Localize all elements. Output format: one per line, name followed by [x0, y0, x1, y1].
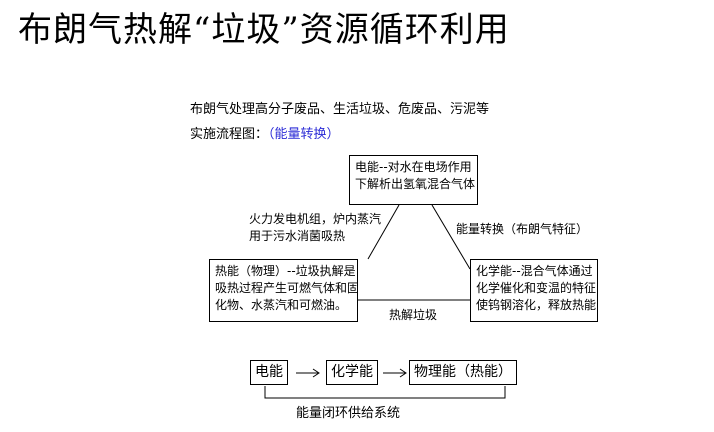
- thermal-energy-line: 吸热过程产生可燃气体和固: [215, 281, 360, 295]
- arrow-electric-to-chemical: [296, 368, 320, 378]
- flowchart-heading-prefix: 实施流程图：: [190, 127, 269, 142]
- left-edge-label: 火力发电机组，炉内蒸汽 用于污水消菌吸热: [249, 211, 381, 245]
- arrow-chemical-to-physical: [383, 368, 407, 378]
- chemical-energy-box: 化学能--混合气体通过 化学催化和变温的特征 使钨钢溶化，释放热能: [470, 259, 598, 322]
- chemical-energy-line: 使钨钢溶化，释放热能: [476, 298, 597, 312]
- right-edge-label: 能量转换（布朗气特征）: [456, 222, 589, 236]
- page-title: 布朗气热解“垃圾”资源循环利用: [18, 10, 510, 50]
- flowchart-heading: 实施流程图：（能量转换）: [190, 126, 340, 144]
- thermal-energy-box: 热能（物理）--垃圾执解是 吸热过程产生可燃气体和固 化物、水蒸汽和可燃油。: [209, 259, 360, 322]
- bottom-edge-label: 热解垃圾: [389, 308, 438, 322]
- thermal-energy-line: 化物、水蒸汽和可燃油。: [215, 298, 348, 312]
- energy-conversion-tag: （能量转换）: [268, 127, 340, 142]
- chain-chemical-box: 化学能: [326, 360, 378, 385]
- left-edge-label-line: 用于污水消菌吸热: [249, 229, 346, 243]
- electric-energy-line: 下解析出氢氧混合气体: [355, 177, 476, 191]
- loop-bracket: [264, 386, 506, 399]
- intro-text: 布朗气处理高分子废品、生活垃圾、危废品、污泥等: [190, 102, 490, 117]
- loop-caption: 能量闭环供给系统: [296, 406, 401, 421]
- left-edge-label-line: 火力发电机组，炉内蒸汽: [249, 212, 382, 226]
- chemical-energy-line: 化学催化和变温的特征: [476, 281, 597, 295]
- left-edge-line: [367, 204, 400, 260]
- right-edge-line: [431, 204, 471, 270]
- chemical-energy-line: 化学能--混合气体通过: [476, 264, 593, 278]
- thermal-energy-line: 热能（物理）--垃圾执解是: [215, 264, 356, 278]
- electric-energy-line: 电能--对水在电场作用: [355, 160, 472, 174]
- chain-physical-box: 物理能（热能）: [409, 360, 517, 385]
- electric-energy-box: 电能--对水在电场作用 下解析出氢氧混合气体: [349, 155, 478, 205]
- chain-electric-box: 电能: [250, 360, 288, 385]
